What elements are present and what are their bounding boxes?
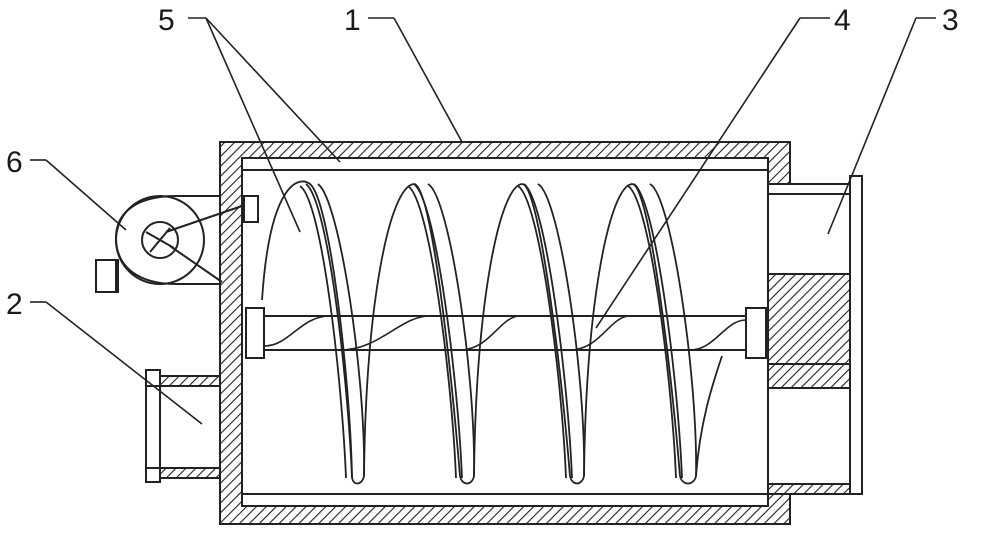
label-part-1: 1 <box>344 4 361 37</box>
label-part-5: 5 <box>158 4 175 37</box>
label-part-2: 2 <box>6 288 23 321</box>
screw-flights <box>261 180 723 485</box>
housing-shell <box>219 141 791 525</box>
label-part-6: 6 <box>6 146 23 179</box>
inlet-2-assembly <box>145 369 221 483</box>
leader-lines <box>30 17 936 425</box>
label-part-3: 3 <box>942 4 959 37</box>
label-part-4: 4 <box>834 4 851 37</box>
outlet-3-assembly <box>767 175 863 495</box>
blower-6-assembly <box>95 195 259 293</box>
